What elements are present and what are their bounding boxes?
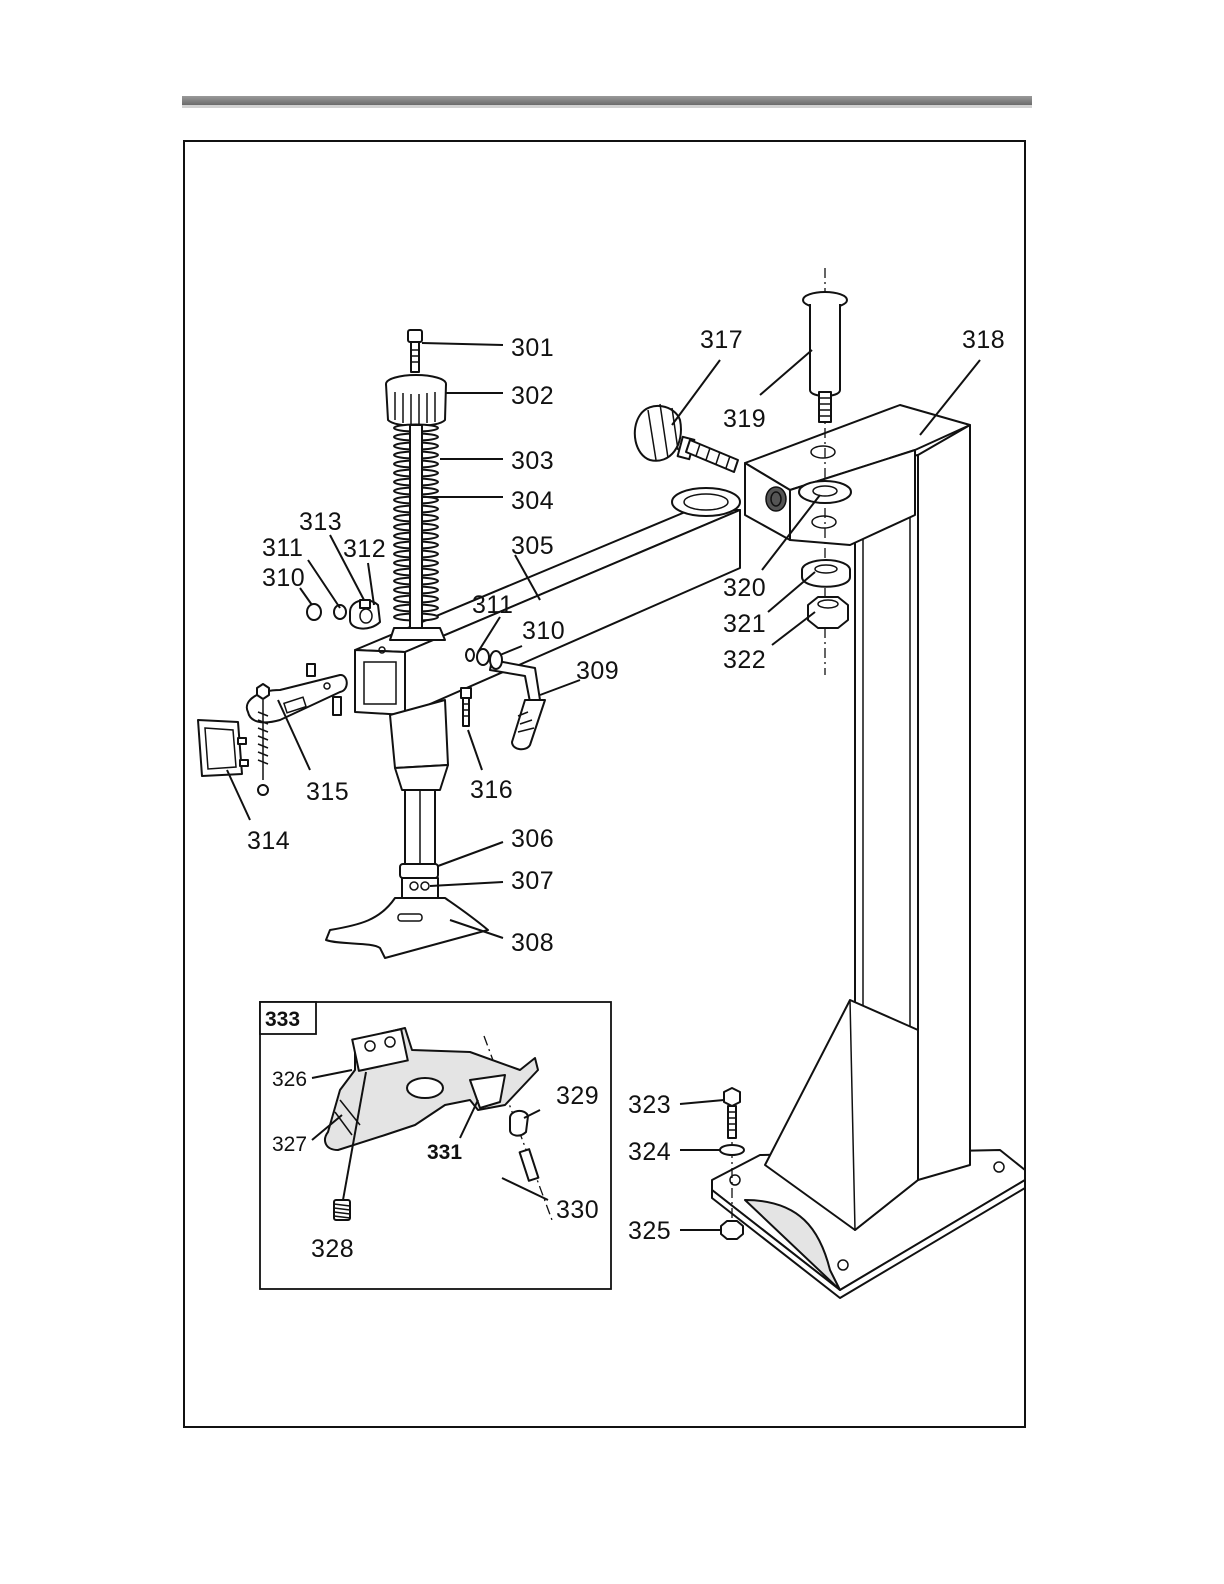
callout-311-left: 311 [262,534,303,562]
callout-309: 309 [576,657,619,685]
bolt-316 [461,688,471,726]
washer-320 [799,481,851,503]
callout-307: 307 [511,867,554,895]
callout-314: 314 [247,827,290,855]
spring-seat [390,628,445,640]
callout-313: 313 [299,508,342,536]
callout-306: 306 [511,825,554,853]
pillar-318 [712,405,1025,1298]
washer-311-right [466,649,474,661]
bolt-323 [724,1088,740,1138]
callout-316: 316 [470,776,513,804]
spring-cap-302 [386,375,446,426]
callout-318: 318 [962,326,1005,354]
callout-303: 303 [511,447,554,475]
inset-label-333: 333 [265,1008,300,1031]
callout-325: 325 [628,1217,671,1245]
pivot-pin-319 [803,292,847,422]
callout-320: 320 [723,574,766,602]
callout-310-right: 310 [522,617,565,645]
ring-310-left [307,604,321,620]
nut-325 [721,1221,743,1239]
callout-322: 322 [723,646,766,674]
callout-323: 323 [628,1091,671,1119]
callout-305: 305 [511,532,554,560]
callout-321: 321 [723,610,766,638]
callout-324: 324 [628,1138,671,1166]
cap-bolt-301 [408,330,422,372]
callout-315: 315 [306,778,349,806]
cam-312-313 [350,600,380,629]
callout-302: 302 [511,382,554,410]
hex-bar-304 [410,425,422,640]
callout-329: 329 [556,1082,599,1110]
callout-308: 308 [511,929,554,957]
callout-317: 317 [700,326,743,354]
hex-bar-lower [390,700,448,865]
callout-312: 312 [343,535,386,563]
lever-plate-315 [247,664,347,795]
callout-327: 327 [272,1133,307,1156]
washer-324 [720,1145,744,1155]
cover-314 [198,720,248,776]
callout-328: 328 [311,1235,354,1263]
ring-310-right [490,651,502,669]
head-308 [326,878,488,958]
callout-319: 319 [723,405,766,433]
washer-321 [802,560,850,587]
collar-306 [400,864,438,878]
callout-331: 331 [427,1141,462,1164]
callout-311-right: 311 [472,591,513,619]
callout-301: 301 [511,334,554,362]
callout-304: 304 [511,487,554,515]
callout-326: 326 [272,1068,307,1091]
callout-310-left: 310 [262,564,305,592]
callout-330: 330 [556,1196,599,1224]
